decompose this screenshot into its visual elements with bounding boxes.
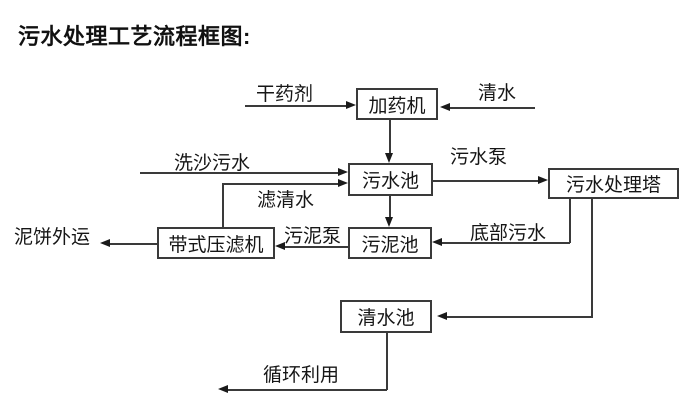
edge-sand-wash-line	[140, 172, 338, 174]
edge-sludge-pump-line	[285, 246, 348, 248]
node-clean-water-pool: 清水池	[340, 300, 432, 333]
label-bottom-sewage: 底部污水	[470, 223, 547, 244]
arrow-left-icon	[440, 103, 450, 111]
arrow-right-icon	[538, 176, 548, 184]
edge-bottom-sewage-line	[442, 242, 570, 244]
edge-recycle-line	[228, 389, 387, 391]
label-sewage-pump: 污水泵	[450, 147, 508, 168]
edge-dry-agent-line	[245, 105, 346, 107]
node-dosing-machine: 加药机	[356, 88, 438, 120]
node-sewage-pool: 污水池	[348, 163, 433, 196]
arrow-right-icon	[346, 101, 356, 109]
label-filtered-water: 滤清水	[257, 190, 315, 211]
arrow-left-icon	[432, 238, 442, 246]
edge-recycle-riser	[386, 333, 388, 390]
arrow-left-icon	[218, 385, 228, 393]
arrow-down-icon	[385, 153, 393, 163]
edge-filtered-water-riser	[222, 183, 224, 227]
label-sludge-pump: 污泥泵	[284, 226, 342, 247]
arrow-down-icon	[385, 217, 393, 227]
arrow-left-icon	[275, 242, 285, 250]
edge-tower-to-clean-riser	[591, 198, 593, 318]
arrow-right-icon	[338, 168, 348, 176]
edge-pool-to-sludge-line	[389, 196, 391, 217]
edge-sewage-pump-line	[433, 180, 538, 182]
diagram-title: 污水处理工艺流程框图:	[18, 24, 251, 49]
label-mud-cake-out: 泥饼外运	[14, 227, 91, 248]
label-recycle: 循环利用	[263, 365, 340, 386]
node-treatment-tower: 污水处理塔	[548, 168, 679, 199]
edge-bottom-sewage-riser	[569, 198, 571, 243]
edge-tower-to-clean-line	[447, 316, 592, 318]
edge-dosing-to-pool-line	[389, 119, 391, 153]
label-dry-agent: 干药剂	[256, 84, 314, 105]
label-clean-water: 清水	[478, 83, 517, 104]
arrow-right-icon	[338, 179, 348, 187]
edge-mud-cake-line	[110, 243, 157, 245]
label-sand-wash-sewage: 洗沙污水	[174, 153, 251, 174]
node-sludge-pool: 污泥池	[348, 227, 432, 259]
node-belt-filter-press: 带式压滤机	[157, 227, 275, 259]
edge-clean-water-line	[450, 107, 535, 109]
arrow-left-icon	[437, 312, 447, 320]
arrow-left-icon	[100, 239, 110, 247]
edge-filtered-water-line	[222, 183, 338, 185]
